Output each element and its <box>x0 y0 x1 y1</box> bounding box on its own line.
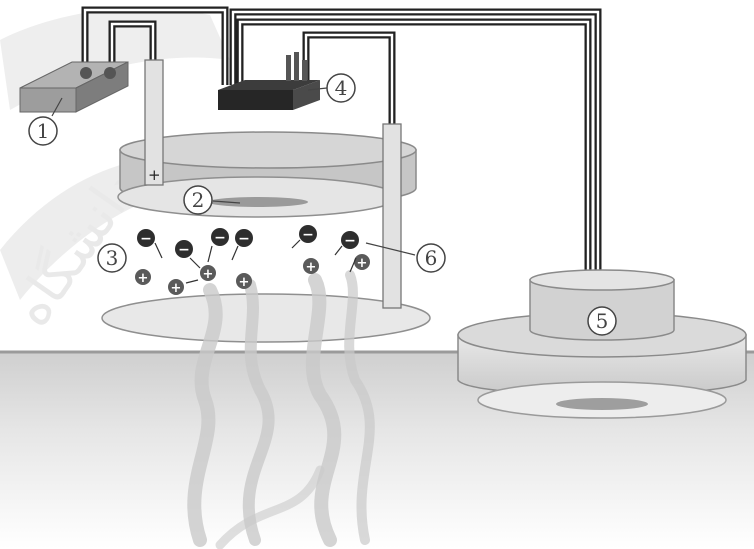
svg-text:+: + <box>239 275 250 290</box>
callout-2-label: 2 <box>192 188 205 212</box>
chamber-lower-plate <box>102 294 430 342</box>
callout-5: 5 <box>588 307 616 335</box>
negative-ion: − <box>341 231 359 249</box>
positive-ion: + <box>303 258 319 275</box>
negative-ion: − <box>299 225 317 243</box>
negative-ion: − <box>211 228 229 246</box>
callout-2: 2 <box>184 186 212 214</box>
negative-ion: − <box>137 229 155 247</box>
callout-5-label: 5 <box>596 309 609 333</box>
positive-ion: + <box>200 265 216 282</box>
positive-ion: + <box>135 269 151 286</box>
electrode-sign: + <box>148 166 161 184</box>
callout-3-label: 3 <box>106 246 119 270</box>
svg-text:−: − <box>140 231 152 247</box>
callout-6-label: 6 <box>425 246 438 270</box>
negative-ion: − <box>235 229 253 247</box>
power-knob-icon <box>104 67 116 79</box>
positive-ion: + <box>168 279 184 296</box>
svg-text:−: − <box>178 242 190 258</box>
alarm-horn <box>458 270 746 418</box>
callout-1: 1 <box>29 117 57 145</box>
svg-text:−: − <box>238 231 250 247</box>
svg-text:−: − <box>214 230 226 246</box>
callout-1-label: 1 <box>37 119 50 143</box>
callout-6: 6 <box>417 244 445 272</box>
svg-text:+: + <box>306 260 317 275</box>
svg-text:−: − <box>344 233 356 249</box>
positive-ion: + <box>354 254 370 271</box>
svg-text:+: + <box>171 281 182 296</box>
power-knob-icon <box>80 67 92 79</box>
svg-text:+: + <box>203 267 214 282</box>
negative-ion: − <box>175 240 193 258</box>
callout-3: 3 <box>98 244 126 272</box>
callout-4: 4 <box>327 74 355 102</box>
svg-text:+: + <box>138 271 149 286</box>
electrode-left: + <box>145 60 163 185</box>
svg-text:+: + <box>357 256 368 271</box>
svg-text:−: − <box>302 227 314 243</box>
electrode-right <box>383 124 401 308</box>
callout-4-label: 4 <box>335 76 348 100</box>
